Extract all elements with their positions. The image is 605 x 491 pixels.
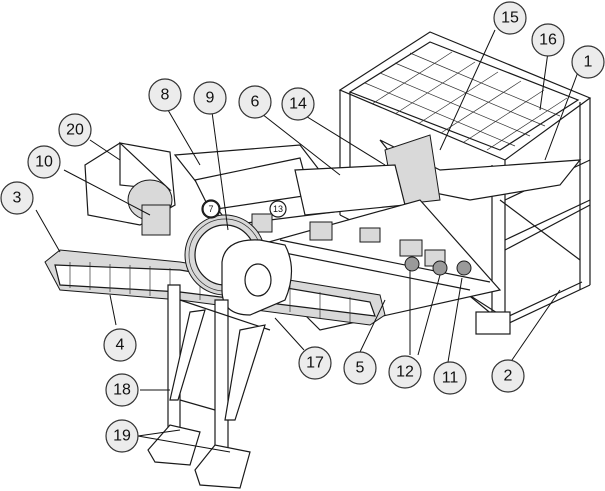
svg-text:19: 19 <box>113 428 131 445</box>
svg-text:2: 2 <box>504 368 513 385</box>
support-legs <box>167 284 271 456</box>
callout-13: 13 <box>269 200 287 218</box>
callout-16: 16 <box>531 23 565 57</box>
svg-text:1: 1 <box>584 54 593 71</box>
svg-text:17: 17 <box>306 355 324 372</box>
callout-3: 3 <box>0 181 34 215</box>
svg-text:9: 9 <box>206 90 215 107</box>
svg-text:3: 3 <box>13 190 22 207</box>
hopper-grid <box>364 51 568 151</box>
svg-text:12: 12 <box>396 364 414 381</box>
svg-text:6: 6 <box>251 94 260 111</box>
callout-5: 5 <box>343 351 377 385</box>
svg-text:20: 20 <box>66 122 84 139</box>
callout-15: 15 <box>493 1 527 35</box>
svg-text:11: 11 <box>442 370 459 387</box>
callout-20: 20 <box>58 113 92 147</box>
callout-14: 14 <box>281 87 315 121</box>
callout-4: 4 <box>103 328 137 362</box>
callout-8: 8 <box>148 78 182 112</box>
callout-1: 1 <box>571 45 605 79</box>
leg-feet <box>147 424 251 489</box>
svg-text:18: 18 <box>113 382 131 399</box>
svg-text:4: 4 <box>116 337 125 354</box>
callout-11: 11 <box>433 361 467 395</box>
svg-text:16: 16 <box>539 32 557 49</box>
svg-text:14: 14 <box>289 96 307 113</box>
callout-17: 17 <box>298 346 332 380</box>
callout-2: 2 <box>491 359 525 393</box>
callout-19: 19 <box>105 419 139 453</box>
svg-text:5: 5 <box>356 360 365 377</box>
svg-text:15: 15 <box>501 10 519 27</box>
svg-text:7: 7 <box>208 204 213 214</box>
callout-18: 18 <box>105 373 139 407</box>
svg-text:8: 8 <box>161 87 170 104</box>
leader-lines <box>35 29 579 453</box>
svg-text:10: 10 <box>35 154 53 171</box>
callout-9: 9 <box>193 81 227 115</box>
callout-6: 6 <box>238 85 272 119</box>
svg-text:13: 13 <box>273 204 283 214</box>
callout-10: 10 <box>27 145 61 179</box>
callout-12: 12 <box>388 355 422 389</box>
callout-7: 7 <box>202 200 220 218</box>
